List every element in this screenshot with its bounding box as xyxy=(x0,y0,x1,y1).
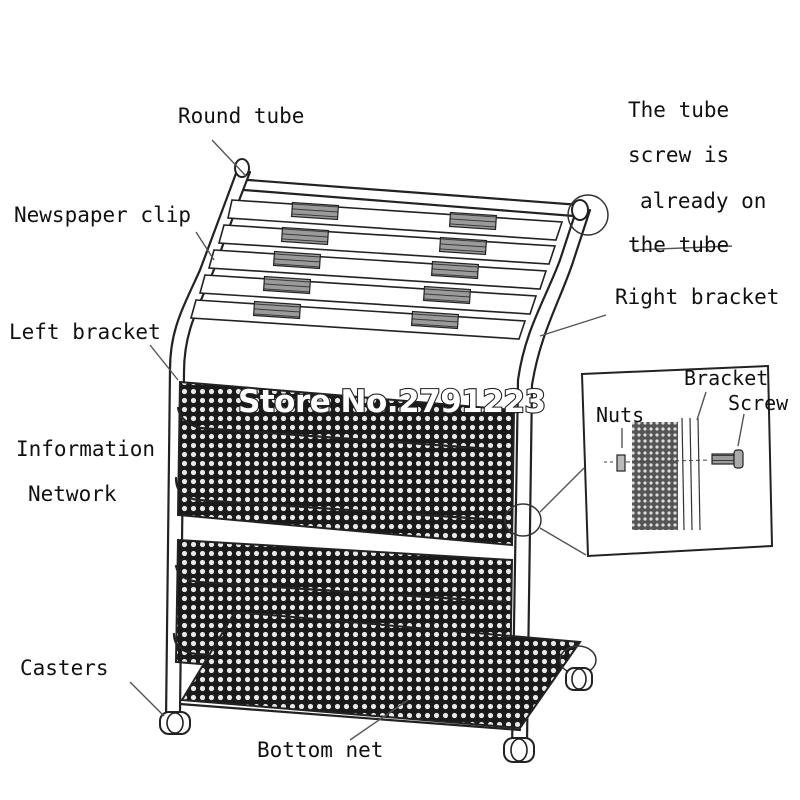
detail-nuts-label: Nuts xyxy=(596,403,644,427)
newspaper-clip-label: Newspaper clip xyxy=(14,203,191,227)
casters-label: Casters xyxy=(20,656,109,680)
round-tube xyxy=(246,178,582,207)
detail-bracket-label: Bracket xyxy=(684,366,768,390)
labels: Round tube The tube screw is already on … xyxy=(9,98,789,762)
store-watermark: Store No.2791223 xyxy=(238,384,546,420)
clip-slat xyxy=(227,199,564,241)
tube-screw-label-3: already on xyxy=(640,189,766,213)
detail-nut xyxy=(616,454,626,472)
clip-slat xyxy=(207,249,548,290)
detail-screw-label: Screw xyxy=(728,391,789,415)
bottom-net-label: Bottom net xyxy=(257,738,383,762)
left-bracket-label: Left bracket xyxy=(9,320,161,344)
round-tube-label: Round tube xyxy=(178,104,304,128)
caster xyxy=(159,711,191,735)
tube-screw-highlight xyxy=(567,194,609,236)
caster xyxy=(565,667,593,691)
tube-screw-label-1: The tube xyxy=(628,98,729,122)
clip-slat xyxy=(189,299,527,340)
bottom-net xyxy=(178,610,582,732)
caster xyxy=(503,737,535,763)
clip-slat xyxy=(217,224,557,265)
tube-end-left xyxy=(234,158,250,178)
right-bracket-label: Right bracket xyxy=(615,285,779,309)
bracket-joint-highlight xyxy=(504,503,542,537)
detail-screw xyxy=(711,449,744,469)
information-label: Information xyxy=(16,437,155,461)
network-label: Network xyxy=(28,482,117,506)
newspaper-clips xyxy=(189,199,564,340)
information-network-upper xyxy=(174,380,516,547)
tube-screw-label-4: the tube xyxy=(628,233,729,257)
right-bracket xyxy=(510,203,580,752)
clip-slat xyxy=(198,274,538,315)
left-bracket xyxy=(164,166,240,722)
tube-end-right xyxy=(571,199,589,221)
detail-mesh xyxy=(632,422,678,530)
rack-frame xyxy=(159,158,609,763)
casters-group xyxy=(159,667,593,763)
leader-lines xyxy=(129,139,733,741)
tube-screw-label-2: screw is xyxy=(628,143,729,167)
detail-inset xyxy=(539,364,774,558)
